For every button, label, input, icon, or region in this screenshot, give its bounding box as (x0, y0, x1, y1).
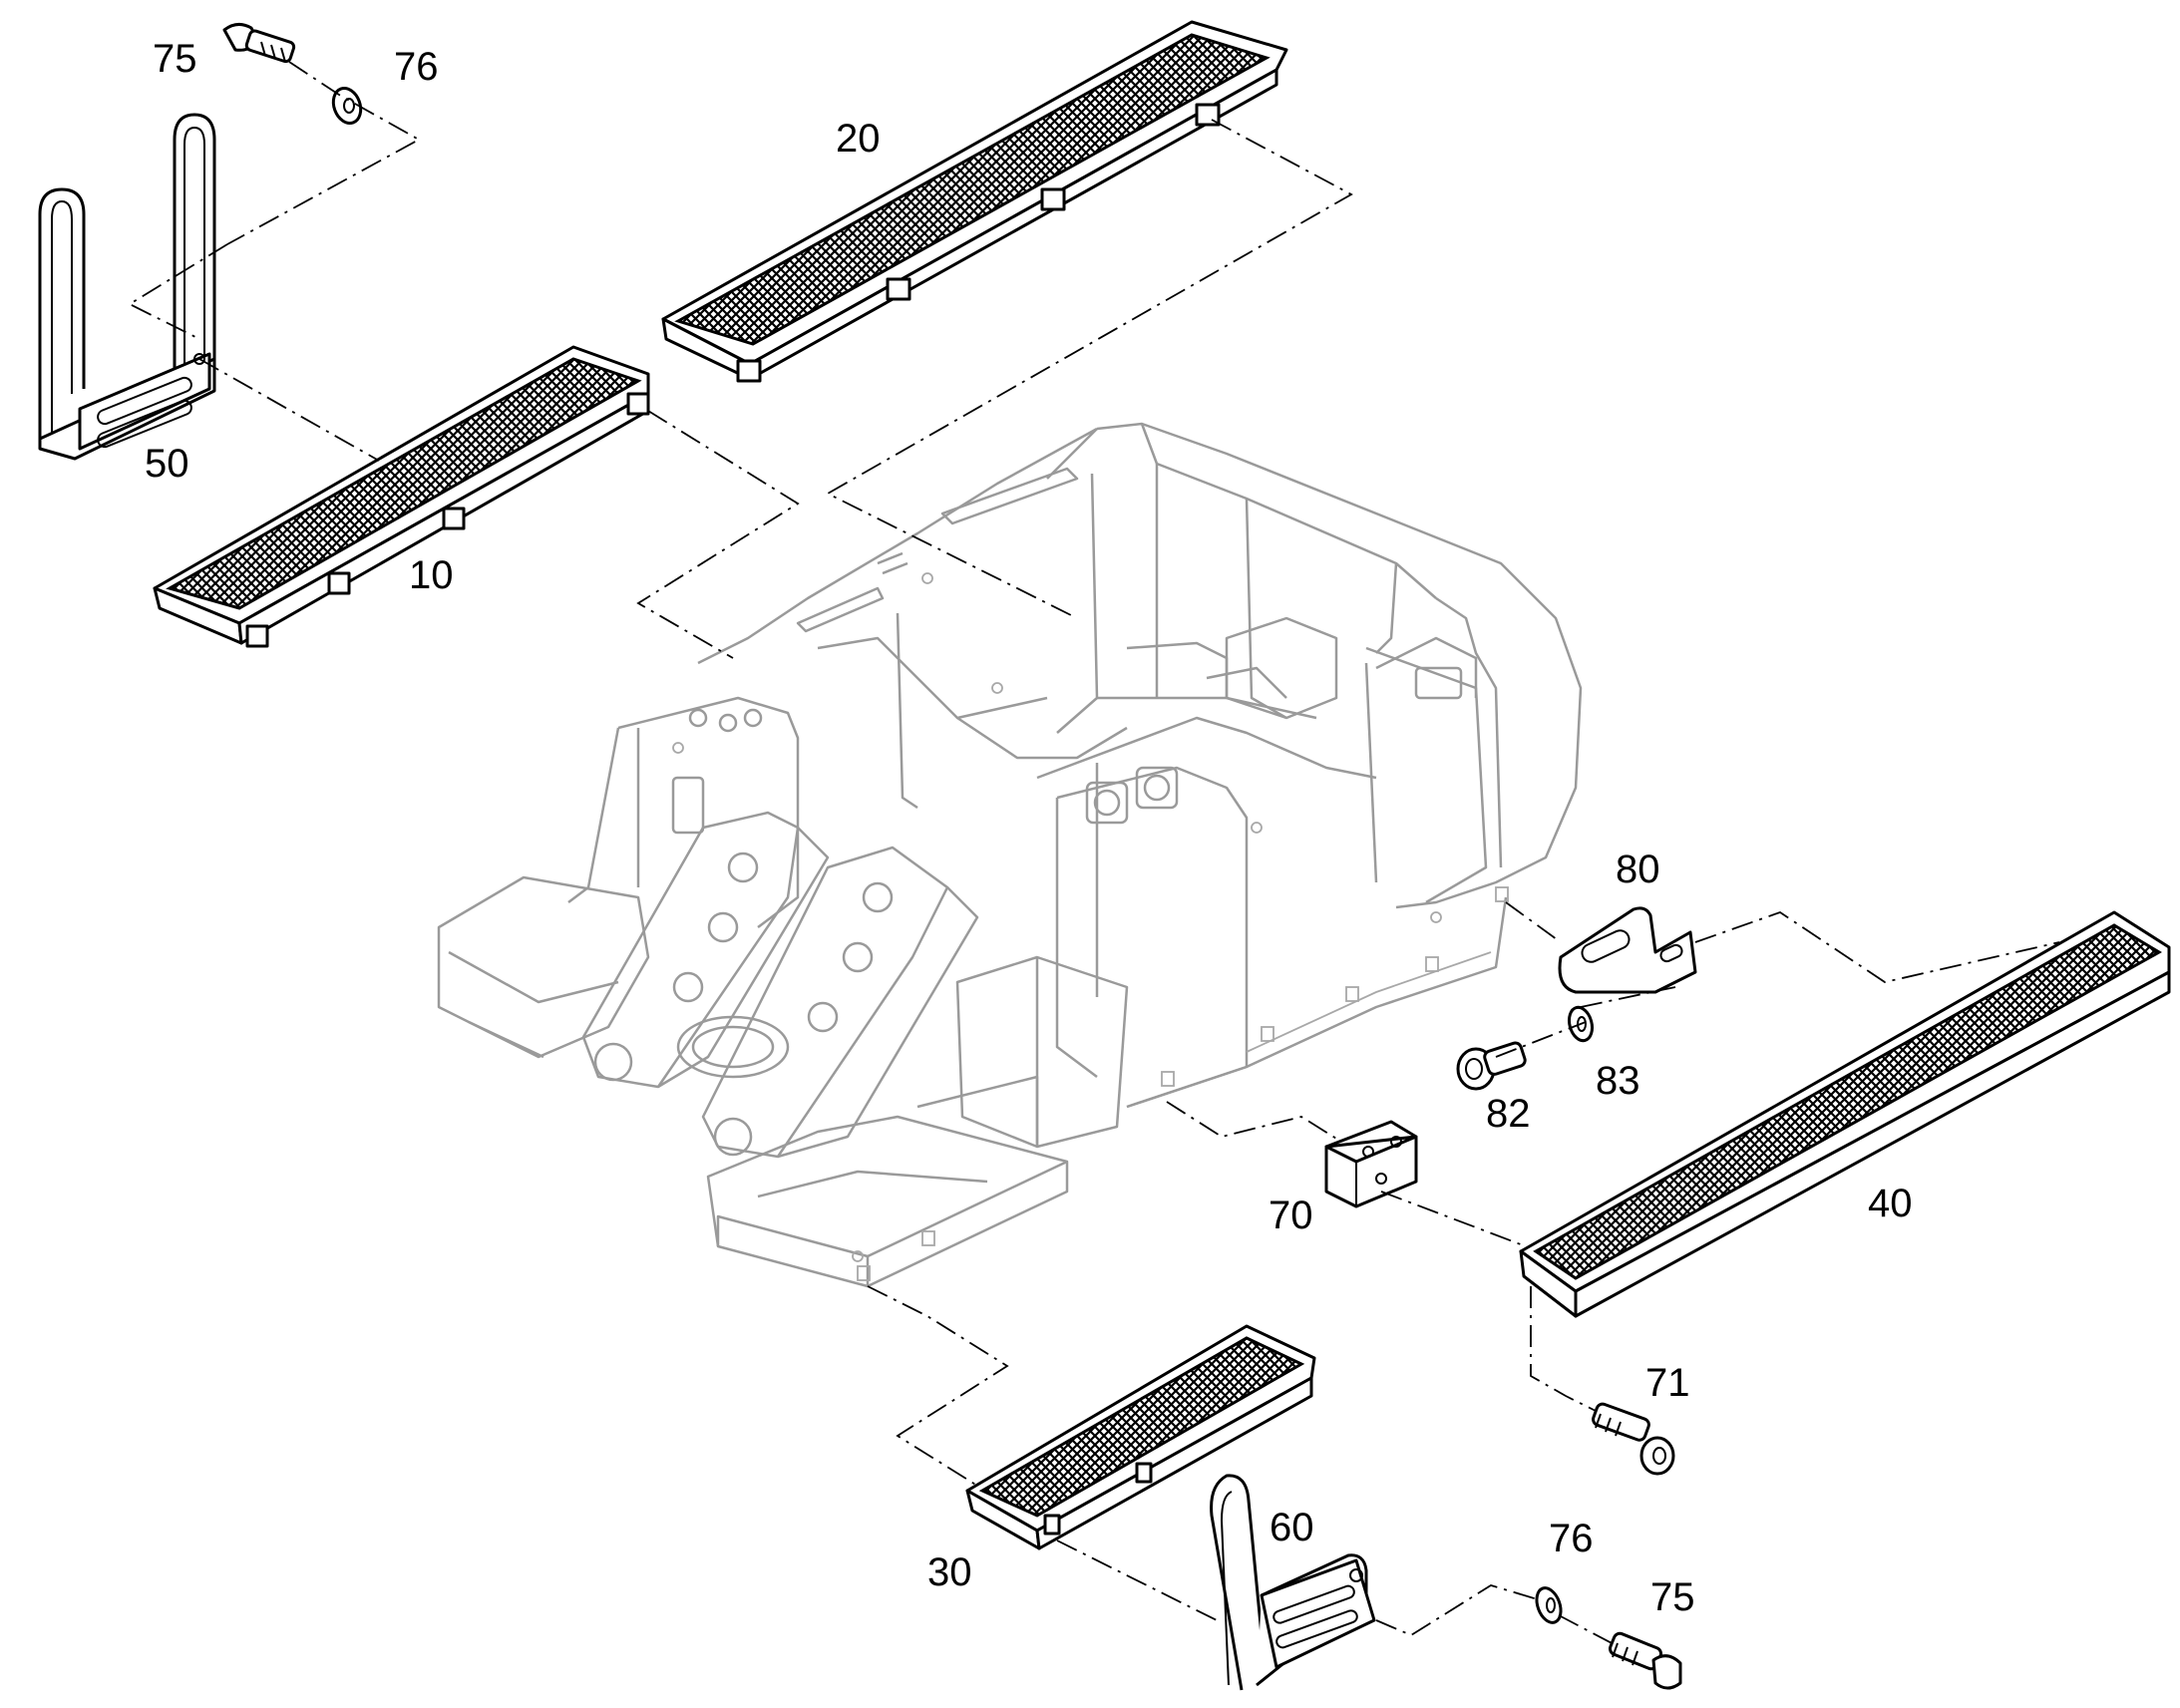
washer-76-bottom (1535, 1586, 1563, 1624)
callout-70: 70 (1269, 1194, 1313, 1237)
bolt-75-bottom (1609, 1631, 1682, 1690)
angle-bracket-80 (1558, 906, 1697, 994)
bolt-82 (1456, 1041, 1527, 1091)
machine-frame (437, 422, 1583, 1288)
step-part-20 (661, 20, 1288, 383)
handrail-bracket-50 (38, 113, 216, 461)
callout-20: 20 (836, 117, 881, 161)
bolt-75-top (222, 23, 296, 64)
callout-50: 50 (145, 442, 189, 486)
callout-76-top: 76 (394, 45, 439, 89)
handrail-bracket-60 (1210, 1474, 1376, 1691)
step-part-30 (965, 1324, 1316, 1550)
callout-82: 82 (1486, 1092, 1531, 1136)
callout-75-bottom: 75 (1650, 1575, 1695, 1619)
callout-71: 71 (1645, 1361, 1690, 1405)
callout-40: 40 (1868, 1182, 1913, 1225)
step-part-40 (1519, 910, 2171, 1318)
callout-10: 10 (409, 553, 454, 597)
washer-76-top (331, 87, 363, 125)
callout-30: 30 (927, 1550, 972, 1594)
step-part-10 (153, 345, 650, 648)
callout-80: 80 (1616, 848, 1660, 891)
callout-labels: 75 76 20 50 10 80 83 82 70 40 71 60 30 7… (145, 37, 1913, 1619)
callout-76-bottom: 76 (1549, 1517, 1594, 1560)
callout-83: 83 (1596, 1059, 1640, 1103)
callout-60: 60 (1270, 1506, 1314, 1549)
callout-75-top: 75 (153, 37, 197, 81)
leader-lines (128, 61, 2060, 1646)
spacer-block-70 (1324, 1120, 1418, 1208)
bolt-71 (1592, 1402, 1675, 1476)
